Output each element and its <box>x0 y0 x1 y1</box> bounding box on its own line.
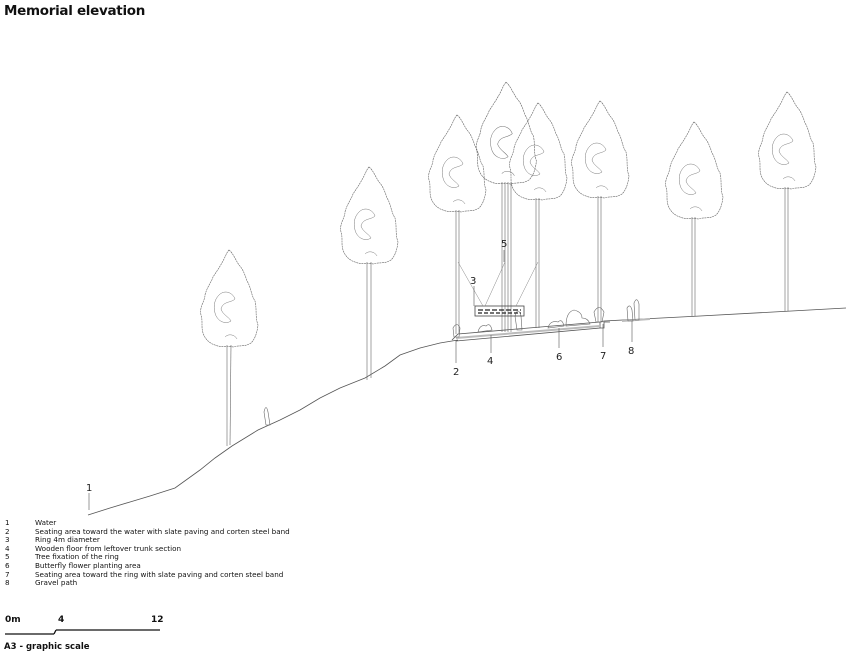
callout-5: 5 <box>501 239 507 250</box>
person-icon <box>626 305 634 322</box>
person-icon <box>633 299 640 321</box>
shrub-icon <box>565 309 591 327</box>
callout-2: 2 <box>453 367 459 378</box>
callout-7: 7 <box>600 351 606 362</box>
memorial-ring <box>474 305 525 317</box>
tree-icon <box>509 102 568 201</box>
tree-icon <box>200 249 259 348</box>
scale-label-12: 12 <box>151 615 164 625</box>
shrub-icon <box>477 324 493 333</box>
tree-icon <box>428 114 487 213</box>
terrain-line <box>87 339 459 516</box>
callout-3: 3 <box>470 276 476 287</box>
tree-icon <box>758 91 817 190</box>
scale-label-0: 0m <box>5 615 21 625</box>
person-icon <box>514 310 523 331</box>
drawing-title: Memorial elevation <box>4 3 146 19</box>
person-icon <box>452 324 461 338</box>
tree-icon <box>571 100 630 199</box>
scale-label-4: 4 <box>58 615 65 625</box>
callout-4: 4 <box>487 356 493 367</box>
callout-1: 1 <box>86 483 92 494</box>
tree-icon <box>665 121 724 220</box>
callout-6: 6 <box>556 352 562 363</box>
tree-icon <box>475 81 537 185</box>
person-icon <box>263 407 271 426</box>
tree-icon <box>340 166 399 265</box>
graphic-scale-bar <box>5 629 160 635</box>
scale-caption: A3 - graphic scale <box>4 642 90 652</box>
person-icon <box>593 307 605 323</box>
callout-8: 8 <box>628 346 634 357</box>
scale-labels: 0m 4 12 <box>5 615 165 627</box>
shrub-icon <box>547 320 565 329</box>
